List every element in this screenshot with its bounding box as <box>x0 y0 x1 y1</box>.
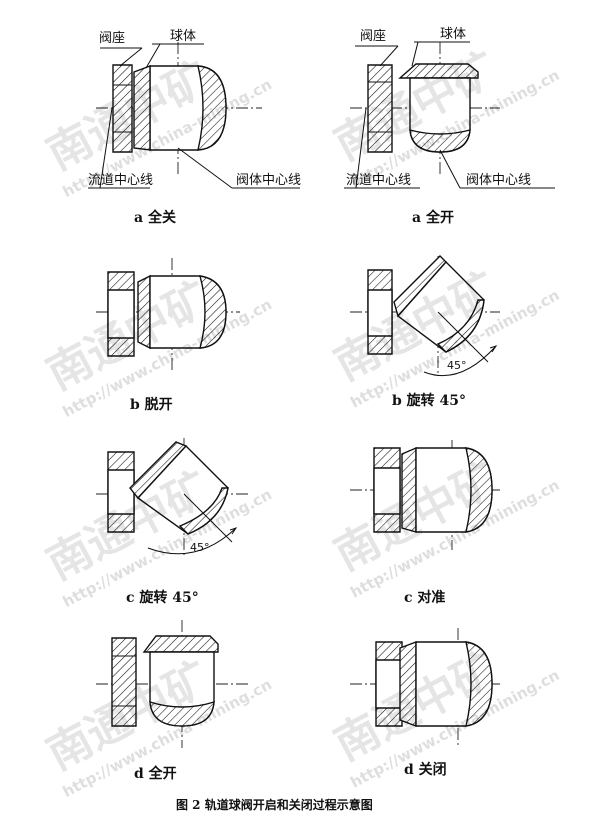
angle-label-1: 45° <box>447 359 467 372</box>
panel-c-align <box>350 440 500 550</box>
caption-c-rotate: c 旋转 45° <box>126 590 199 606</box>
caption-c-align: c 对准 <box>404 590 446 606</box>
panel-a-open: 阀座 球体 流道中心线 阀体中心线 <box>344 27 555 189</box>
valve-seat-shape <box>111 637 137 727</box>
panel-d-close <box>350 628 500 746</box>
label-channel-centerline-1: 流道中心线 <box>88 173 153 188</box>
label-valve-body-centerline-1: 阀体中心线 <box>236 173 301 188</box>
label-ball-1: 球体 <box>170 29 196 44</box>
valve-seat-shape <box>112 64 133 153</box>
caption-a-open: a 全开 <box>412 210 454 226</box>
label-valve-seat-2: 阀座 <box>360 29 386 44</box>
panel-c-rotate: 45° <box>96 438 250 556</box>
label-channel-centerline-2: 流道中心线 <box>346 173 411 188</box>
angle-label-2: 45° <box>190 541 210 554</box>
panel-d-open <box>96 620 250 748</box>
panel-b-detach <box>96 258 240 372</box>
caption-d-close: d 关闭 <box>404 762 447 778</box>
caption-b-detach: b 脱开 <box>130 397 173 413</box>
valve-seat-shape <box>367 64 393 153</box>
label-valve-body-centerline-2: 阀体中心线 <box>466 173 531 188</box>
caption-d-open: d 全开 <box>134 766 177 782</box>
label-ball-2: 球体 <box>440 27 466 42</box>
caption-a-closed: a 全关 <box>134 210 176 226</box>
panel-a-closed: 阀座 球体 流道中心线 阀体中心线 <box>88 29 301 189</box>
caption-b-rotate: b 旋转 45° <box>392 393 467 409</box>
label-valve-seat-1: 阀座 <box>99 31 125 46</box>
panel-b-rotate: 45° <box>350 255 500 377</box>
figure-caption: 图 2 轨道球阀开启和关闭过程示意图 <box>176 798 373 812</box>
